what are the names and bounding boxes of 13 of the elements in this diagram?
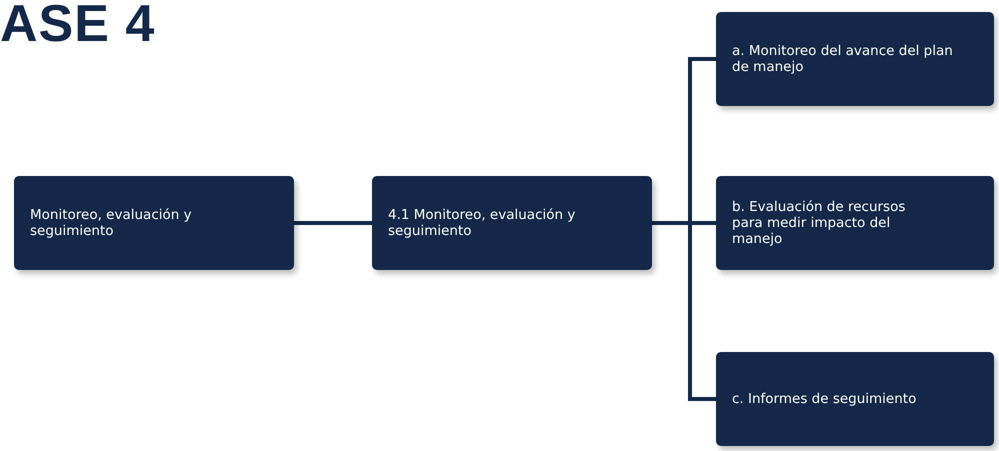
- process-box: [716, 352, 994, 446]
- box-text: c. Informes de seguimiento: [732, 390, 916, 408]
- process-box: [716, 12, 994, 106]
- process-box: [14, 176, 294, 270]
- process-box: [372, 176, 652, 270]
- box-text: 4.1 Monitoreo, evaluación y seguimiento: [388, 206, 576, 240]
- process-box: [716, 176, 994, 270]
- connector-line: [652, 221, 716, 401]
- box-text: a. Monitoreo del avance del plan de manejo: [732, 42, 954, 76]
- box-text: Monitoreo, evaluación y seguimiento: [30, 206, 193, 240]
- connector-line: [294, 221, 372, 225]
- box-text: b. Evaluación de recursos para medir impacto del manejo: [732, 198, 906, 248]
- title: ASE 4: [0, 0, 156, 54]
